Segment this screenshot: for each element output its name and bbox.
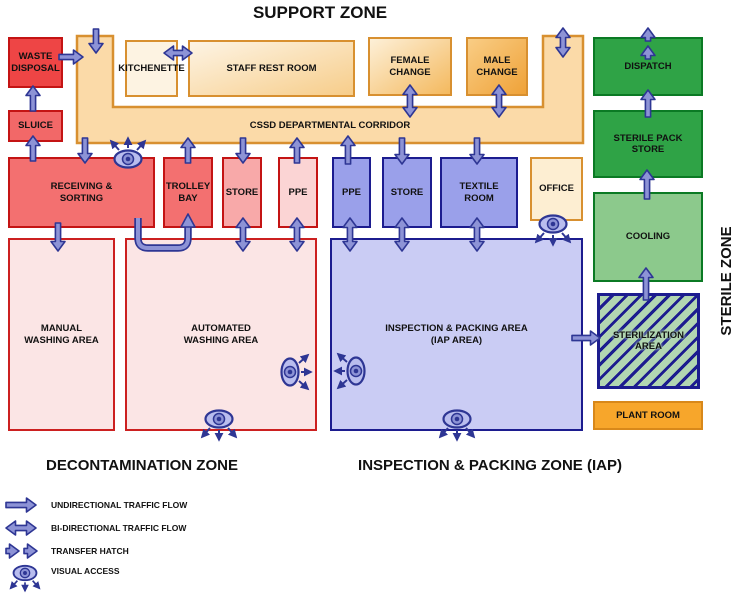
room-office: OFFICE	[530, 157, 583, 221]
visual-access-icon	[5, 563, 43, 593]
room-label: PPE	[288, 186, 308, 198]
transfer-hatch-icon	[5, 543, 38, 559]
zone-title-decontamination: DECONTAMINATION ZONE	[46, 457, 238, 474]
unidirectional-arrow-icon	[25, 85, 41, 112]
room-cooling: COOLING	[593, 192, 703, 282]
room-label: MALE CHANGE	[476, 55, 518, 78]
zone-title-sterile: STERILE ZONE	[718, 226, 735, 336]
room-label: PPE	[341, 186, 361, 198]
room-ppe-iap: PPE	[332, 157, 371, 228]
legend-item-unidirectional: UNDIRECTIONAL TRAFFIC FLOW	[5, 497, 187, 513]
zone-title-inspection-packing: INSPECTION & PACKING ZONE (IAP)	[358, 457, 622, 474]
legend-label: VISUAL ACCESS	[51, 566, 120, 576]
room-sluice: SLUICE	[8, 110, 63, 142]
room-label: STERILE PACK STORE	[613, 132, 683, 155]
visual-access-icon	[9, 564, 41, 593]
legend-item-visual-access: VISUAL ACCESS	[5, 563, 120, 593]
room-label: STERILIZATION AREA	[612, 329, 685, 352]
bidirectional-arrow-icon	[555, 27, 571, 58]
bidirectional-arrow-icon	[5, 520, 43, 536]
room-dispatch: DISPATCH	[593, 37, 703, 96]
room-manual-washing-area: MANUAL WASHING AREA	[8, 238, 115, 431]
legend-label: UNDIRECTIONAL TRAFFIC FLOW	[51, 500, 188, 510]
room-textile-room: TEXTILE ROOM	[440, 157, 518, 228]
unidirectional-arrow-icon	[5, 497, 37, 513]
room-label: FEMALE CHANGE	[389, 55, 431, 78]
room-label: STAFF REST ROOM	[226, 62, 317, 74]
room-label: KITCHENETTE	[118, 62, 185, 74]
room-store-decontamination: STORE	[222, 157, 262, 228]
room-ppe-decontamination: PPE	[278, 157, 318, 228]
legend-item-transfer-hatch: TRANSFER HATCH	[5, 543, 129, 559]
room-waste-disposal: WASTE DISPOSAL	[8, 37, 63, 88]
room-label: SLUICE	[18, 120, 53, 132]
room-label: DISPATCH	[624, 60, 672, 72]
room-female-change: FEMALE CHANGE	[368, 37, 452, 96]
room-inspection-packing-area: INSPECTION & PACKING AREA (IAP AREA)	[330, 238, 583, 431]
room-label: OFFICE	[539, 183, 574, 195]
zone-title-support: SUPPORT ZONE	[252, 3, 388, 22]
room-sterile-pack-store: STERILE PACK STORE	[593, 110, 703, 178]
room-store-iap: STORE	[382, 157, 432, 228]
room-label: TEXTILE ROOM	[459, 181, 499, 204]
room-trolley-bay: TROLLEY BAY	[163, 157, 213, 228]
room-kitchenette: KITCHENETTE	[118, 40, 185, 97]
room-label: PLANT ROOM	[616, 409, 680, 421]
room-label: RECEIVING & SORTING	[50, 181, 113, 204]
legend-label: BI-DIRECTIONAL TRAFFIC FLOW	[51, 523, 187, 533]
legend-label: TRANSFER HATCH	[51, 546, 129, 556]
room-sterilization-area: STERILIZATION AREA	[597, 293, 700, 389]
unidirectional-arrow-icon	[88, 28, 104, 54]
room-plant-room: PLANT ROOM	[593, 401, 703, 430]
room-label: AUTOMATED WASHING AREA	[183, 323, 259, 346]
room-automated-washing-area: AUTOMATED WASHING AREA	[125, 238, 317, 431]
room-label: INSPECTION & PACKING AREA (IAP AREA)	[385, 323, 528, 346]
room-label: WASTE DISPOSAL	[11, 51, 60, 74]
room-label: COOLING	[625, 231, 671, 243]
room-label: STORE	[390, 186, 424, 198]
unidirectional-arrow-icon	[5, 497, 43, 513]
legend-item-bidirectional: BI-DIRECTIONAL TRAFFIC FLOW	[5, 520, 186, 536]
room-staff-rest-room: STAFF REST ROOM	[188, 40, 355, 97]
room-label: STORE	[225, 186, 259, 198]
room-label: TROLLEY BAY	[165, 181, 211, 204]
transfer-hatch-icon	[5, 543, 43, 559]
bidirectional-arrow-icon	[5, 520, 37, 536]
room-male-change: MALE CHANGE	[466, 37, 528, 96]
room-label: MANUAL WASHING AREA	[24, 323, 99, 346]
room-receiving-sorting: RECEIVING & SORTING	[8, 157, 155, 228]
corridor-label: CSSD DEPARTMENTAL CORRIDOR	[249, 120, 411, 131]
